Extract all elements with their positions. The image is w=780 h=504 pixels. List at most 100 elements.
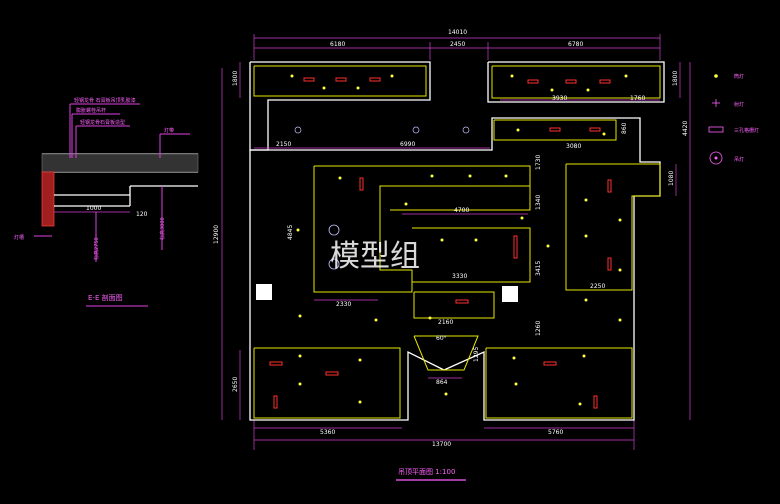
downlight [618,268,622,272]
section-side-note: 灯槽 [14,234,24,241]
legend-pendant-core [714,156,718,160]
downlight [514,382,518,386]
wall-top-left-block [249,61,431,151]
dim-left-2650-text: 2650 [232,377,239,392]
section-detail: 1000 120 轻钢龙骨 石膏板吊顶乳胶漆 膨胀螺栓吊杆 轻钢龙骨石膏板造型 … [14,97,199,307]
downlight [374,318,378,322]
dim-2160: 2160 [438,319,453,326]
ceil-center-box [413,291,495,319]
legend-label-2: 射灯 [734,101,744,108]
bottom-dimensions: 5360 5760 13700 [253,420,635,450]
dim-bottom-right: 5760 [548,429,563,436]
grille-3 [369,77,381,82]
downlight [584,298,588,302]
grille-9 [359,177,364,191]
dim-top-mid: 2450 [450,41,465,48]
ceil-bottom-left [253,347,401,419]
downlight [358,358,362,362]
dim-6990: 6990 [400,141,415,148]
downlight [298,354,302,358]
dim-1760: 1760 [630,95,645,102]
legend-label-1: 筒灯 [734,73,744,80]
grille-16 [543,361,557,366]
downlight [584,234,588,238]
dim-r-1800-text: 1800 [672,71,679,86]
downlight [298,314,302,318]
grille-18 [455,299,469,304]
section-dim-120-text: 120 [136,211,148,218]
dim-top-right: 6780 [568,41,583,48]
ceil-inner-box [412,227,531,283]
ceiling-outlines [253,65,661,419]
downlight [516,128,520,132]
downlight [602,132,606,136]
ceil-entry-trapezoid [413,335,479,371]
dim-4845: 4845 [287,225,294,240]
wall-outline [249,117,661,421]
dim-r-4420-text: 4420 [682,121,689,136]
downlight [512,356,516,360]
pendant-3 [294,126,302,134]
downlight [322,86,326,90]
grille-lights [269,77,612,409]
ceil-top-right [491,65,661,99]
dim-top-total: 14010 [448,29,467,36]
legend-pendant-symbol [709,151,723,165]
grille-14 [325,371,339,376]
dim-3930: 3930 [552,95,567,102]
downlight [546,244,550,248]
ceil-inner-step [390,166,531,211]
downlight [584,198,588,202]
dim-3415: 3415 [535,261,542,276]
legend-grille-symbol [708,126,724,133]
top-dimensions: 14010 6180 2450 6780 [253,29,661,60]
section-note-3: 轻钢龙骨石膏板造型 [80,119,125,126]
ceil-top-left [253,65,427,97]
downlight [504,174,508,178]
dim-left-total: 12900 [213,225,220,244]
dim-4700: 4700 [454,207,469,214]
grille-17 [593,395,598,409]
downlight [586,88,590,92]
downlight [338,176,342,180]
downlight [468,174,472,178]
section-title: E-E 剖面图 [88,293,123,302]
legend: 筒灯 射灯 三孔格栅灯 吊灯 [708,73,759,165]
dim-2330: 2330 [336,301,351,308]
ceil-right-zone [565,163,661,291]
dim-left-1800-text: 1800 [232,71,239,86]
grille-2 [335,77,347,82]
downlight [510,74,514,78]
downlight [358,400,362,404]
legend-label-3: 三孔格栅灯 [734,127,759,134]
downlight [550,88,554,92]
watermark: 模型组 [330,239,420,274]
downlight [296,228,300,232]
section-slab-hatch [41,153,199,173]
downlight [578,402,582,406]
grille-4 [527,79,539,84]
dim-3080: 3080 [566,143,581,150]
downlight [618,218,622,222]
dim-1260: 1260 [535,321,542,336]
downlight [582,354,586,358]
downlight [356,86,360,90]
pendant-4 [412,126,420,134]
downlight [624,74,628,78]
downlight [298,382,302,386]
downlight [290,74,294,78]
column-right [502,286,518,302]
downlight [428,316,432,320]
dim-1295: 1295 [473,347,480,362]
level-3000: 标高3000 [159,217,166,240]
grille-5 [565,79,577,84]
section-note-2: 膨胀螺栓吊杆 [76,107,106,114]
downlight [474,238,478,242]
ceil-bottom-right [485,347,633,419]
dim-top-left: 6180 [330,41,345,48]
pendant-5 [462,126,470,134]
plan-title: 吊顶平面图 1:100 [398,468,455,476]
section-wall [41,171,55,227]
